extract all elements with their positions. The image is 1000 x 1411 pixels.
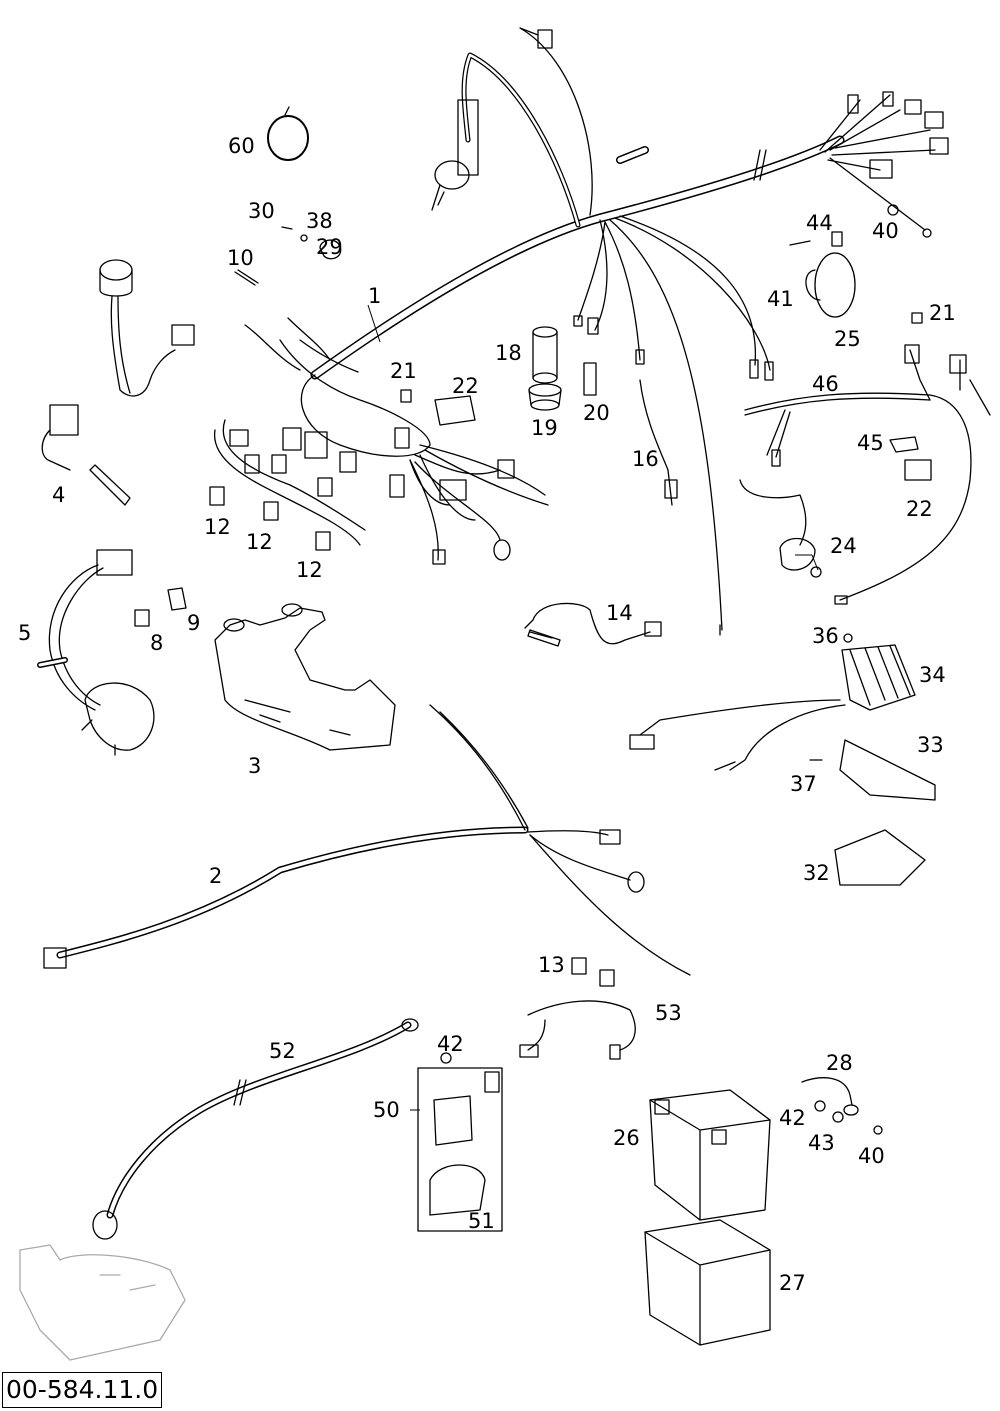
callout-14: 14	[606, 601, 633, 625]
callout-60: 60	[228, 134, 255, 158]
callout-labels: 60 30 38 29 10 1 44 40 41 25 21 18 21 22…	[18, 134, 956, 1295]
callout-22-center: 22	[452, 374, 479, 398]
callout-12-right: 12	[296, 558, 323, 582]
cable-sensor	[99, 259, 195, 397]
callout-45: 45	[857, 431, 884, 455]
callout-3: 3	[248, 754, 261, 778]
rear-wiring-harness	[43, 704, 691, 976]
callout-41: 41	[767, 287, 794, 311]
callout-22-right: 22	[906, 497, 933, 521]
callout-21-right: 21	[929, 301, 956, 325]
callout-52: 52	[269, 1039, 296, 1063]
oxygen-sensor	[524, 602, 662, 647]
callout-26: 26	[613, 1126, 640, 1150]
starter-cable	[92, 1018, 419, 1240]
side-stand-switch	[739, 479, 822, 578]
temperature-sensor	[639, 379, 678, 506]
callout-42-upper: 42	[437, 1032, 464, 1056]
starter-motor	[19, 1244, 186, 1361]
callout-18: 18	[495, 341, 522, 365]
callout-24: 24	[830, 534, 857, 558]
callout-28: 28	[826, 1051, 853, 1075]
main-wiring-harness	[214, 27, 949, 636]
callout-32: 32	[803, 861, 830, 885]
relay-and-parts-group	[400, 326, 597, 426]
callout-16: 16	[632, 447, 659, 471]
voltage-regulator-group	[629, 633, 936, 886]
callout-27: 27	[779, 1271, 806, 1295]
callout-50: 50	[373, 1098, 400, 1122]
callout-37: 37	[790, 772, 817, 796]
callout-21-center: 21	[390, 359, 417, 383]
right-side-harness	[744, 312, 991, 605]
callout-12-middle: 12	[246, 530, 273, 554]
battery-box	[644, 1219, 771, 1346]
callout-40-upper: 40	[872, 219, 899, 243]
horn-group	[789, 204, 899, 318]
callout-44: 44	[806, 211, 833, 235]
callout-20: 20	[583, 401, 610, 425]
callout-43: 43	[808, 1131, 835, 1155]
callout-36: 36	[812, 624, 839, 648]
handlebar-switch	[37, 549, 155, 756]
callout-51: 51	[468, 1209, 495, 1233]
callout-5: 5	[18, 621, 31, 645]
cable-clamp	[267, 115, 309, 161]
callout-34: 34	[919, 663, 946, 687]
battery	[649, 1089, 771, 1221]
callout-12-left: 12	[204, 515, 231, 539]
fuse-holders	[209, 486, 331, 551]
starter-relay-group	[417, 1052, 503, 1232]
callout-8: 8	[150, 631, 163, 655]
callout-53: 53	[655, 1001, 682, 1025]
callout-38: 38	[306, 209, 333, 233]
switch-part	[41, 404, 131, 506]
fuse-cable-assembly	[519, 957, 636, 1060]
callout-10: 10	[227, 246, 254, 270]
callout-13: 13	[538, 953, 565, 977]
callout-2: 2	[209, 864, 222, 888]
callout-33: 33	[917, 733, 944, 757]
small-parts-cluster	[234, 226, 342, 286]
callout-4: 4	[52, 483, 65, 507]
callout-9: 9	[187, 611, 200, 635]
relay-part	[134, 609, 150, 627]
callout-40-lower: 40	[858, 1144, 885, 1168]
callout-1: 1	[368, 284, 381, 308]
callout-46: 46	[812, 372, 839, 396]
callout-30: 30	[248, 199, 275, 223]
callout-25: 25	[834, 327, 861, 351]
bracket-part	[167, 587, 187, 611]
leader-lines	[367, 304, 819, 1111]
battery-cable-group	[801, 1077, 883, 1135]
callout-42-lower: 42	[779, 1106, 806, 1130]
diagram-reference-code: 00-584.11.0	[2, 1372, 163, 1408]
callout-29: 29	[316, 235, 343, 259]
callout-19: 19	[531, 416, 558, 440]
mounting-bracket	[214, 603, 396, 751]
